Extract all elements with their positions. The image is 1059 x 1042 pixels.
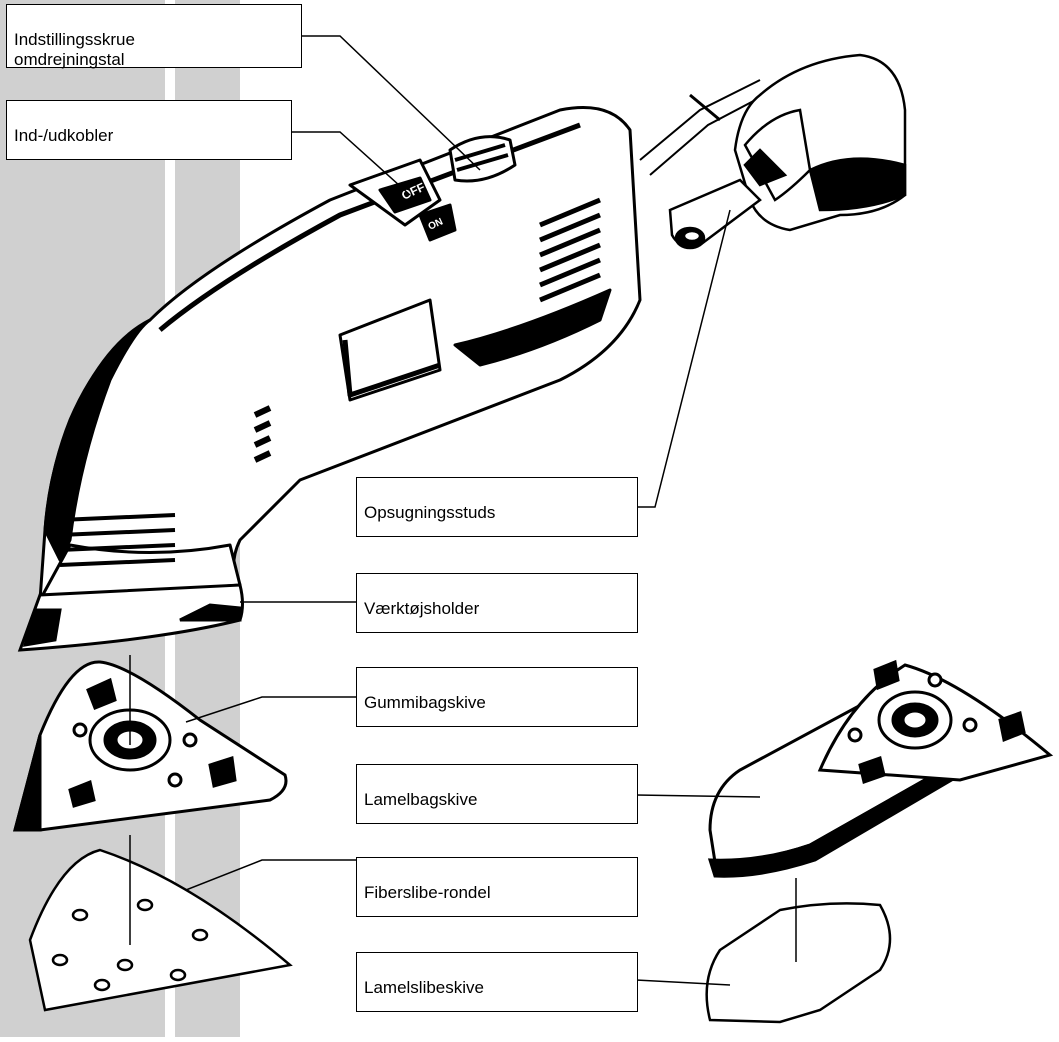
lamella-disc-part [705, 902, 892, 1024]
label-rubber-backing-pad-text: Gummibagskive [364, 693, 486, 712]
extraction-nozzle-part [668, 53, 907, 250]
label-extraction-nozzle: Opsugningsstuds [356, 477, 638, 537]
fibre-disc-part [28, 848, 293, 1012]
label-speed-screw: Indstillingsskrue omdrejningstal [6, 4, 302, 69]
label-rubber-backing-pad: Gummibagskive [356, 667, 638, 727]
label-on-off-switch-text: Ind-/udkobler [14, 126, 114, 145]
label-extraction-nozzle-text: Opsugningsstuds [364, 503, 496, 522]
lamella-backing-pad-part [707, 659, 1054, 878]
label-speed-screw-text: Indstillingsskrue omdrejningstal [14, 30, 135, 69]
label-lamella-backing-pad: Lamelbagskive [356, 764, 638, 824]
label-fibre-disc: Fiberslibe-rondel [356, 857, 638, 917]
leader-lines [185, 35, 761, 986]
tool-holder-part [17, 583, 244, 652]
label-lamella-backing-pad-text: Lamelbagskive [364, 790, 478, 809]
label-tool-holder: Værktøjsholder [356, 573, 638, 633]
label-fibre-disc-text: Fiberslibe-rondel [364, 883, 491, 902]
assembly-axes [129, 655, 797, 962]
label-tool-holder-text: Værktøjsholder [364, 599, 480, 618]
label-lamella-disc: Lamelslibeskive [356, 952, 638, 1012]
power-cable [639, 79, 766, 176]
label-lamella-disc-text: Lamelslibeskive [364, 978, 484, 997]
sander-body [38, 106, 642, 602]
label-on-off-switch: Ind-/udkobler [6, 100, 292, 160]
